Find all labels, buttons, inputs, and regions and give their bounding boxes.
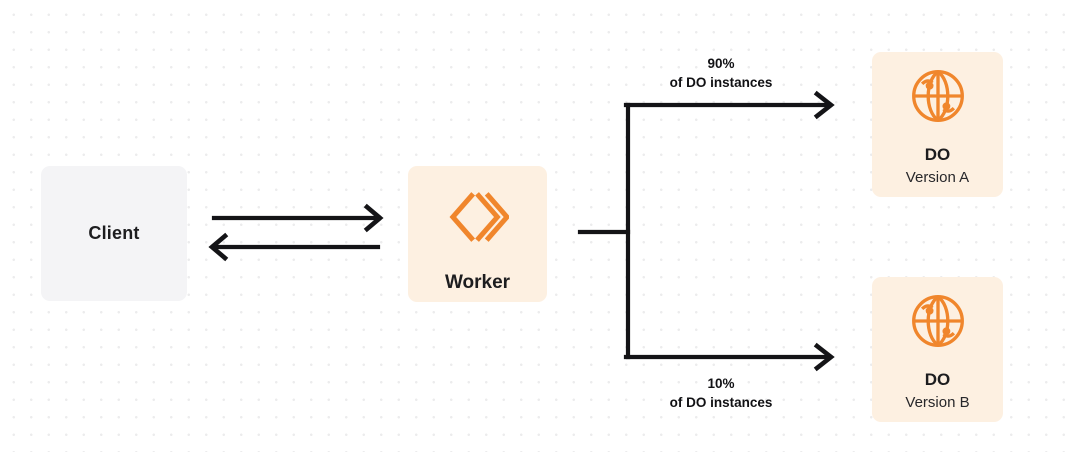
edge-label-do-a-percent: 90% xyxy=(707,56,735,71)
do-b-sublabel: Version B xyxy=(905,394,970,411)
do-b-label: DO xyxy=(924,370,951,389)
edge-label-do-b: 10% of DO instances xyxy=(601,374,841,412)
node-worker[interactable]: Worker xyxy=(408,166,547,302)
edge-label-do-b-percent: 10% xyxy=(707,376,735,391)
edge-worker-to-do-b xyxy=(623,342,835,372)
cloudflare-workers-icon xyxy=(447,188,509,246)
globe-icon xyxy=(910,68,966,124)
globe-icon xyxy=(910,293,966,349)
edge-label-do-a-caption: of DO instances xyxy=(669,75,773,90)
client-label: Client xyxy=(88,223,140,243)
worker-label: Worker xyxy=(444,272,511,293)
do-a-label: DO xyxy=(924,145,951,164)
edge-client-to-worker xyxy=(211,203,384,233)
do-a-sublabel: Version A xyxy=(905,169,970,186)
node-client[interactable]: Client xyxy=(41,166,187,301)
edge-label-do-b-caption: of DO instances xyxy=(669,395,773,410)
node-do-version-b[interactable]: DO Version B xyxy=(872,277,1003,422)
edge-label-do-a: 90% of DO instances xyxy=(601,54,841,92)
node-do-version-a[interactable]: DO Version A xyxy=(872,52,1003,197)
edge-worker-to-do-a xyxy=(623,90,835,120)
edge-worker-to-client xyxy=(208,232,381,262)
